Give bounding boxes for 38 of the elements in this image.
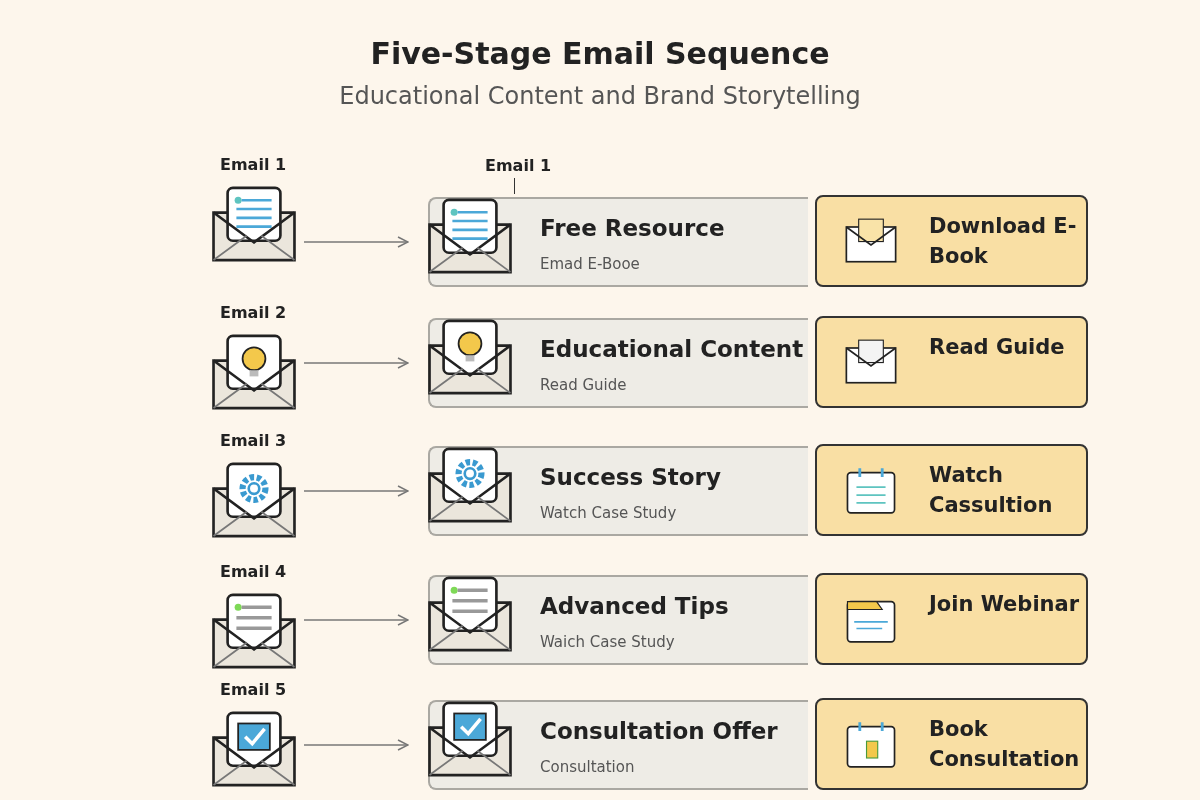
email-label: Email 2 [220, 303, 287, 322]
card-subtitle: Emad E-Booe [540, 255, 640, 273]
card-title: Educational Content [540, 336, 804, 362]
action-text: Download E-Book [929, 213, 1078, 270]
card-subtitle: Read Guide [540, 376, 627, 394]
action-text: Read Guide [929, 334, 1066, 361]
action-text: Watch Cassultion [929, 462, 1054, 519]
email-label: Email 1 [220, 155, 287, 174]
stage-card [428, 197, 808, 287]
arrow [303, 485, 409, 497]
email-label: Email 4 [220, 562, 287, 581]
stage-card [428, 700, 808, 790]
action-card [815, 444, 1088, 536]
arrow [303, 357, 409, 369]
stage-card [428, 575, 808, 665]
action-text: Book Consultation [929, 716, 1081, 773]
email-label: Email 5 [220, 680, 287, 699]
diagram-subtitle: Educational Content and Brand Storytelling [338, 82, 862, 110]
stage-card [428, 446, 808, 536]
stage-card [428, 318, 808, 408]
card-subtitle: Watch Case Study [540, 504, 677, 522]
card-subtitle: Waich Case Study [540, 633, 675, 651]
arrow [303, 236, 409, 248]
card-title: Consultation Offer [540, 718, 778, 744]
arrow [303, 739, 409, 751]
card-title: Success Story [540, 464, 721, 490]
action-card [815, 573, 1088, 665]
email-label: Email 3 [220, 431, 287, 450]
diagram-title: Five-Stage Email Sequence [369, 36, 831, 71]
card-subtitle: Consultation [540, 758, 635, 776]
action-card [815, 195, 1088, 287]
action-card [815, 698, 1088, 790]
action-card [815, 316, 1088, 408]
card-title: Free Resource [540, 215, 725, 241]
email-label: Email 1 [485, 156, 552, 175]
card-title: Advanced Tips [540, 593, 729, 619]
action-text: Join Webinar [929, 591, 1081, 618]
arrow [303, 614, 409, 626]
